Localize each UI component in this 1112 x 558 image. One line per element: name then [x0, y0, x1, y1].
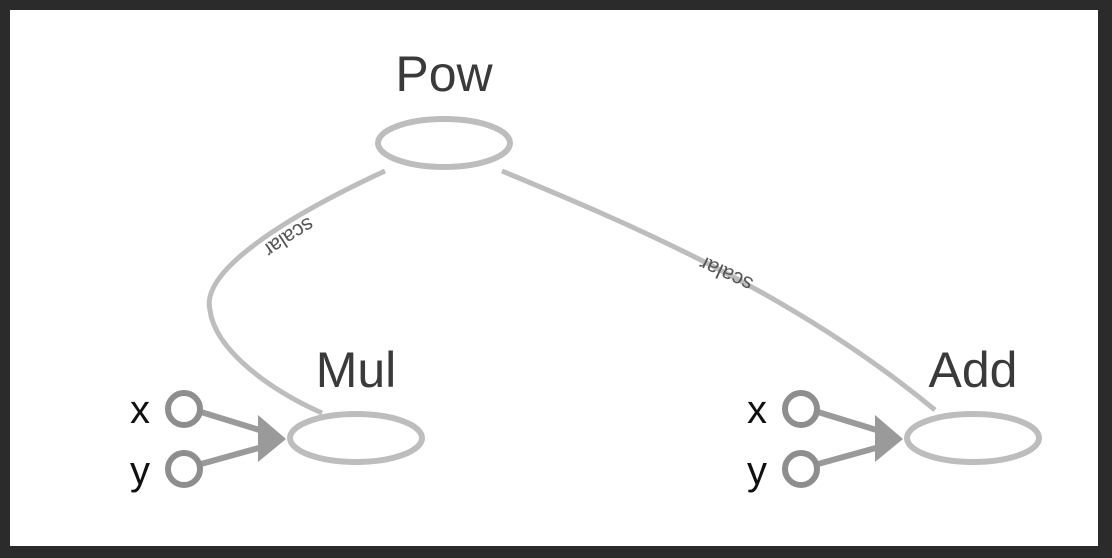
input-port-add-y[interactable]: [782, 450, 820, 488]
node-label-mul: Mul: [316, 342, 397, 398]
arrow-head-mul: [258, 415, 286, 462]
input-label-mul-y: y: [130, 449, 150, 493]
node-label-pow: Pow: [395, 46, 493, 102]
edge-label-pow-add: scalar: [696, 251, 757, 296]
node-add[interactable]: [904, 411, 1042, 465]
input-port-add-x[interactable]: [782, 390, 820, 428]
edge-pow-to-mul: [206, 168, 387, 416]
input-port-mul-y[interactable]: [165, 450, 203, 488]
edge-label-pow-add-group: scalar: [696, 251, 757, 296]
input-edge-add-y: [817, 443, 884, 467]
edge-pow-to-add: [501, 168, 937, 412]
input-edge-mul-y: [200, 443, 267, 467]
input-edge-add-x: [817, 409, 884, 435]
node-pow[interactable]: [375, 116, 513, 170]
input-port-mul-x[interactable]: [165, 390, 203, 428]
input-edge-mul-x: [200, 409, 267, 435]
input-label-add-x: x: [747, 388, 767, 432]
node-label-add: Add: [929, 342, 1018, 398]
node-mul[interactable]: [287, 411, 425, 465]
input-label-mul-x: x: [130, 388, 150, 432]
input-label-add-y: y: [747, 449, 767, 493]
arrow-head-add: [875, 415, 903, 462]
